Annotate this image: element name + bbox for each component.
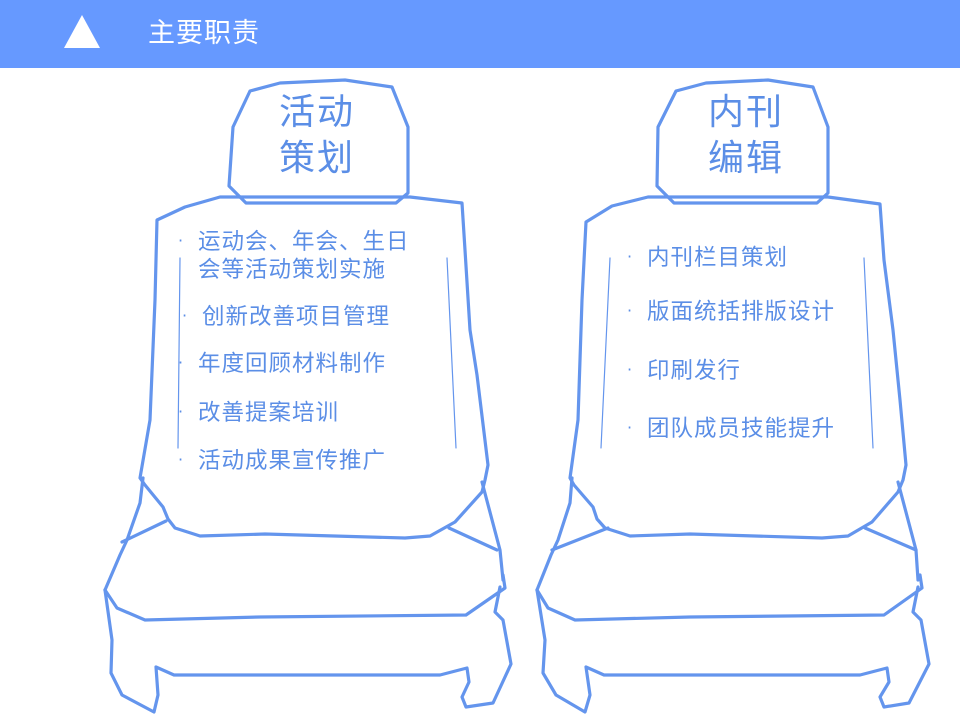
- bullet-icon: ·: [627, 418, 633, 437]
- page-title: 主要职责: [148, 18, 260, 49]
- headrest-label-newsletter-editing: 内刊 编辑: [676, 90, 816, 182]
- bullet-icon: ·: [178, 450, 184, 469]
- section-header: 主要职责: [0, 0, 960, 68]
- duty-item: ·印刷发行: [627, 358, 742, 384]
- duty-item: ·活动成果宣传推广: [178, 448, 387, 474]
- bullet-icon: ·: [627, 301, 633, 320]
- duty-item: ·改善提案培训: [178, 400, 340, 426]
- bullet-icon: ·: [178, 402, 184, 421]
- duty-item: ·版面统括排版设计: [627, 299, 836, 325]
- duty-item: ·运动会、年会、生日 会等活动策划实施: [178, 229, 410, 283]
- bullet-icon: ·: [178, 353, 184, 372]
- bullet-icon: ·: [182, 306, 188, 325]
- headrest-label-line1: 活动: [278, 92, 355, 133]
- triangle-up-icon: [64, 15, 100, 48]
- duty-item: ·内刊栏目策划: [627, 245, 789, 271]
- duty-item: ·团队成员技能提升: [627, 416, 836, 442]
- seat-left-outline: [103, 78, 513, 714]
- headrest-label-line2: 策划: [278, 138, 355, 179]
- seat-right-outline: [535, 78, 931, 714]
- headrest-label-line2: 编辑: [707, 138, 784, 179]
- bullet-icon: ·: [627, 247, 633, 266]
- bullet-icon: ·: [178, 231, 184, 250]
- duty-item: ·创新改善项目管理: [182, 304, 391, 330]
- duty-item: ·年度回顾材料制作: [178, 351, 387, 377]
- headrest-label-line1: 内刊: [707, 92, 784, 133]
- bullet-icon: ·: [627, 360, 633, 379]
- headrest-label-activity-planning: 活动 策划: [247, 90, 387, 182]
